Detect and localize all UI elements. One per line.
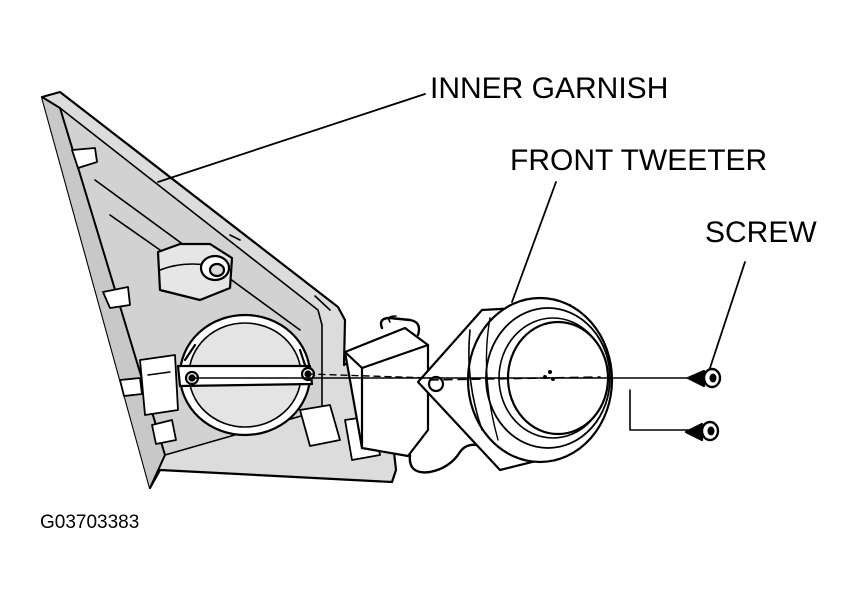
leader-front-tweeter: [511, 181, 557, 303]
inner-garnish-panel: [40, 90, 398, 490]
leader-lines: [157, 93, 746, 369]
mounting-boss: [156, 242, 234, 302]
label-inner-garnish: INNER GARNISH: [430, 72, 669, 105]
leader-screw: [709, 261, 746, 369]
connector-box: [343, 315, 490, 474]
screw-upper: [686, 367, 722, 389]
alignment-lines: [191, 373, 701, 431]
label-screw: SCREW: [705, 216, 817, 249]
screw-lower: [684, 420, 720, 442]
front-tweeter: [416, 296, 614, 472]
tweeter-mount-ring: [176, 313, 316, 437]
figure-code: G03703383: [40, 512, 140, 533]
label-front-tweeter: FRONT TWEETER: [510, 144, 768, 177]
leader-inner-garnish: [157, 93, 426, 183]
